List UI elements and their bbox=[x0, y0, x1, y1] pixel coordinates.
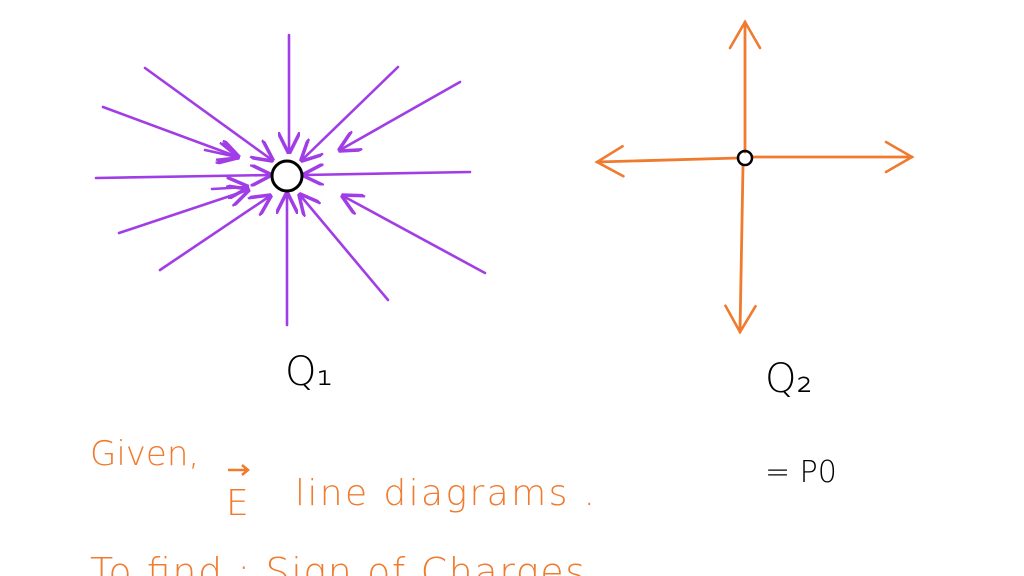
charge-q2-circle bbox=[736, 149, 754, 167]
q1-field-line-2 bbox=[101, 105, 238, 157]
q2-field-line-3 bbox=[724, 164, 757, 335]
q1-field-line-1 bbox=[143, 66, 272, 160]
q1-field-line-11 bbox=[302, 65, 400, 160]
label-q2-value: = P0 bbox=[765, 455, 837, 490]
note-line-diagrams: line diagrams . bbox=[295, 473, 595, 514]
label-q2: Q₂ bbox=[765, 356, 813, 402]
note-to-find: To find : Sign of Charges bbox=[90, 550, 585, 576]
charge-q1-circle bbox=[270, 159, 304, 193]
q1-field-line-4 bbox=[117, 190, 248, 235]
note-given: Given, bbox=[90, 434, 199, 474]
label-q1: Q₁ bbox=[285, 349, 333, 395]
q1-field-line-7 bbox=[300, 195, 390, 302]
vector-arrow-icon bbox=[228, 464, 250, 476]
q2-field-line-1 bbox=[594, 144, 740, 178]
q1-field-line-9 bbox=[304, 172, 472, 175]
note-e-vector: E bbox=[226, 483, 249, 524]
q1-field-line-8 bbox=[343, 196, 487, 275]
q1-field-line-13 bbox=[203, 150, 237, 157]
q1-field-line-5 bbox=[158, 196, 270, 272]
q1-field-line-12 bbox=[210, 187, 247, 189]
q1-field-line-10 bbox=[340, 80, 462, 150]
q1-field-line-3 bbox=[94, 175, 270, 178]
q2-outward-field-lines bbox=[594, 19, 915, 335]
q1-inward-field-lines bbox=[94, 33, 487, 327]
